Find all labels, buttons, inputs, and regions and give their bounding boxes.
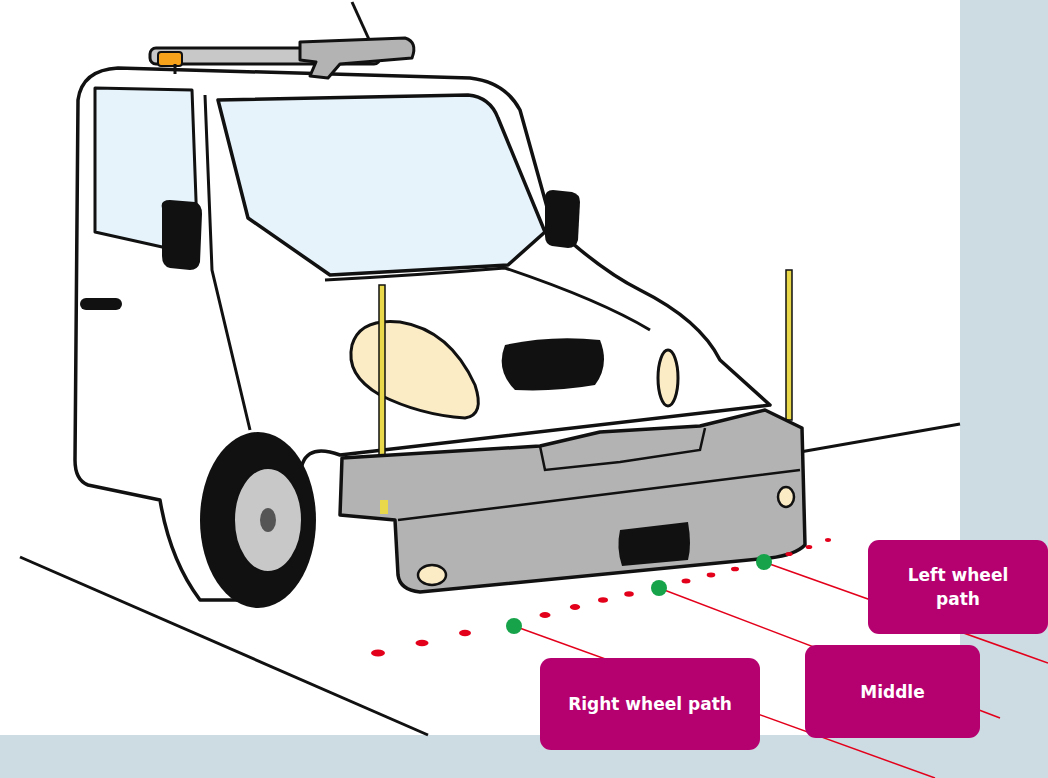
laser-dot — [806, 545, 813, 549]
beam-edge — [540, 428, 705, 470]
picture-panel — [0, 0, 960, 735]
laser-dot — [540, 612, 551, 618]
laser-dot — [570, 604, 580, 610]
callout-box: Left wheel path — [868, 540, 1048, 634]
wheel — [200, 432, 316, 608]
laser-dot — [598, 597, 608, 603]
sensor-beam — [340, 410, 805, 592]
laser-dot — [731, 567, 739, 572]
warning-light — [158, 52, 182, 66]
grille — [502, 338, 604, 390]
callout-text: Left wheel path — [884, 563, 1032, 611]
laser-dot — [785, 552, 792, 556]
laser-dot — [624, 591, 634, 596]
laser-dot — [707, 573, 716, 578]
laser-dot — [682, 579, 691, 584]
laser-dot — [825, 538, 831, 542]
roof-camera — [300, 38, 414, 78]
measure-point — [651, 580, 667, 596]
fog-light — [418, 565, 446, 585]
sensor-pole — [786, 270, 792, 420]
measure-point — [506, 618, 522, 634]
hub-centre — [260, 508, 276, 532]
callout-box: Middle — [805, 645, 980, 738]
callout-box: Right wheel path — [540, 658, 760, 750]
headlight — [658, 350, 678, 406]
bar-mount — [174, 64, 177, 74]
laser-dot — [371, 650, 385, 657]
fog-light — [778, 487, 794, 507]
door-handle — [80, 298, 122, 310]
hood-line — [325, 268, 650, 330]
pole-base — [380, 500, 388, 514]
headlight — [351, 321, 479, 418]
side-mirror — [545, 190, 580, 248]
road-edge — [800, 424, 960, 452]
beam-edge — [398, 470, 800, 520]
measure-point — [756, 554, 772, 570]
callout-text: Middle — [860, 680, 924, 704]
hub-cap — [234, 468, 302, 572]
number-plate — [618, 522, 690, 566]
laser-dot — [416, 640, 429, 647]
callout-text: Right wheel path — [568, 692, 732, 716]
laser-dot — [459, 630, 471, 636]
side-mirror — [162, 200, 202, 270]
windshield — [218, 95, 545, 275]
